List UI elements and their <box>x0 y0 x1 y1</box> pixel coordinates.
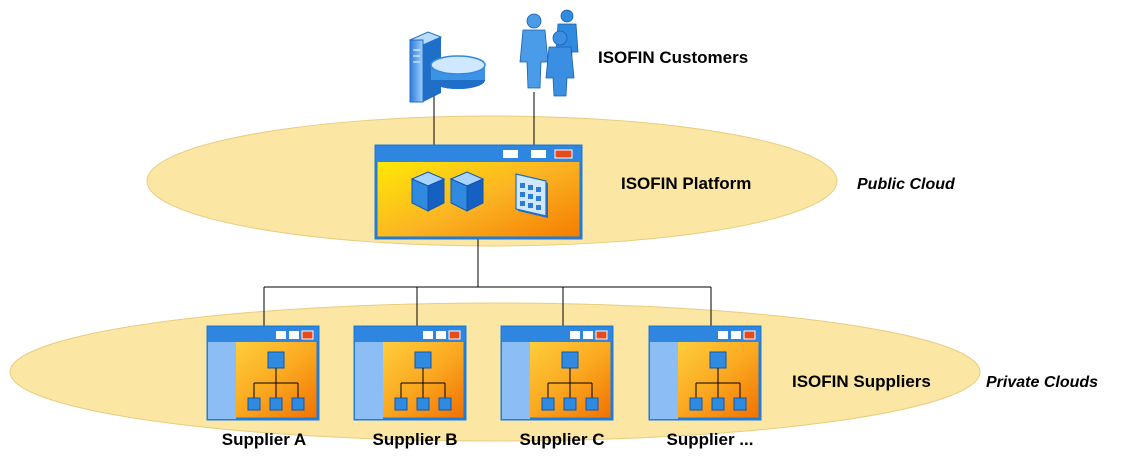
hierarchy-icon <box>247 351 305 411</box>
public-cloud-label: Public Cloud <box>857 176 955 193</box>
supplier-label: Supplier A <box>221 430 307 449</box>
window-close-button <box>554 149 573 159</box>
supplier-label: Supplier ... <box>666 430 754 449</box>
hierarchy-icon <box>394 351 452 411</box>
suppliers-label: ISOFIN Suppliers <box>792 372 931 391</box>
supplier-label: Supplier C <box>519 430 605 449</box>
window-maximize-button <box>436 331 446 339</box>
window-maximize-button <box>531 150 546 158</box>
keypad-icon <box>515 173 548 218</box>
connectors <box>263 80 712 328</box>
private-clouds-label: Private Clouds <box>986 374 1099 391</box>
cube-icon <box>449 171 485 212</box>
platform-label: ISOFIN Platform <box>621 174 752 193</box>
window-close-button <box>448 330 461 340</box>
window-close-button <box>301 330 314 340</box>
database-icon <box>430 55 486 89</box>
window-close-button <box>743 330 756 340</box>
supplier-window <box>353 325 467 421</box>
hierarchy-icon <box>541 351 599 411</box>
window-minimize-button <box>503 150 518 158</box>
supplier-window <box>500 325 614 421</box>
window-minimize-button <box>570 331 580 339</box>
window-minimize-button <box>423 331 433 339</box>
cube-icon <box>410 171 446 212</box>
window-minimize-button <box>276 331 286 339</box>
window-maximize-button <box>289 331 299 339</box>
users-icon <box>519 9 579 97</box>
customers-label: ISOFIN Customers <box>598 48 749 67</box>
window-maximize-button <box>583 331 593 339</box>
window-minimize-button <box>718 331 728 339</box>
supplier-window <box>206 325 320 421</box>
supplier-label: Supplier B <box>372 430 458 449</box>
window-maximize-button <box>731 331 741 339</box>
supplier-window <box>648 325 762 421</box>
platform-window <box>374 144 583 240</box>
hierarchy-icon <box>689 351 747 411</box>
window-close-button <box>595 330 608 340</box>
